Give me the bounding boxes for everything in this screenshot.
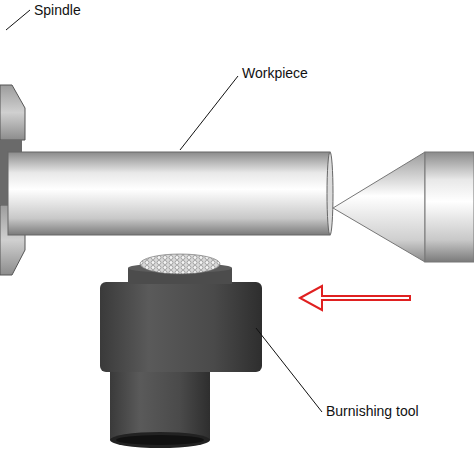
spindle-label: Spindle: [34, 3, 81, 18]
tool-label: Burnishing tool: [326, 404, 419, 419]
workpiece-label: Workpiece: [242, 66, 308, 81]
